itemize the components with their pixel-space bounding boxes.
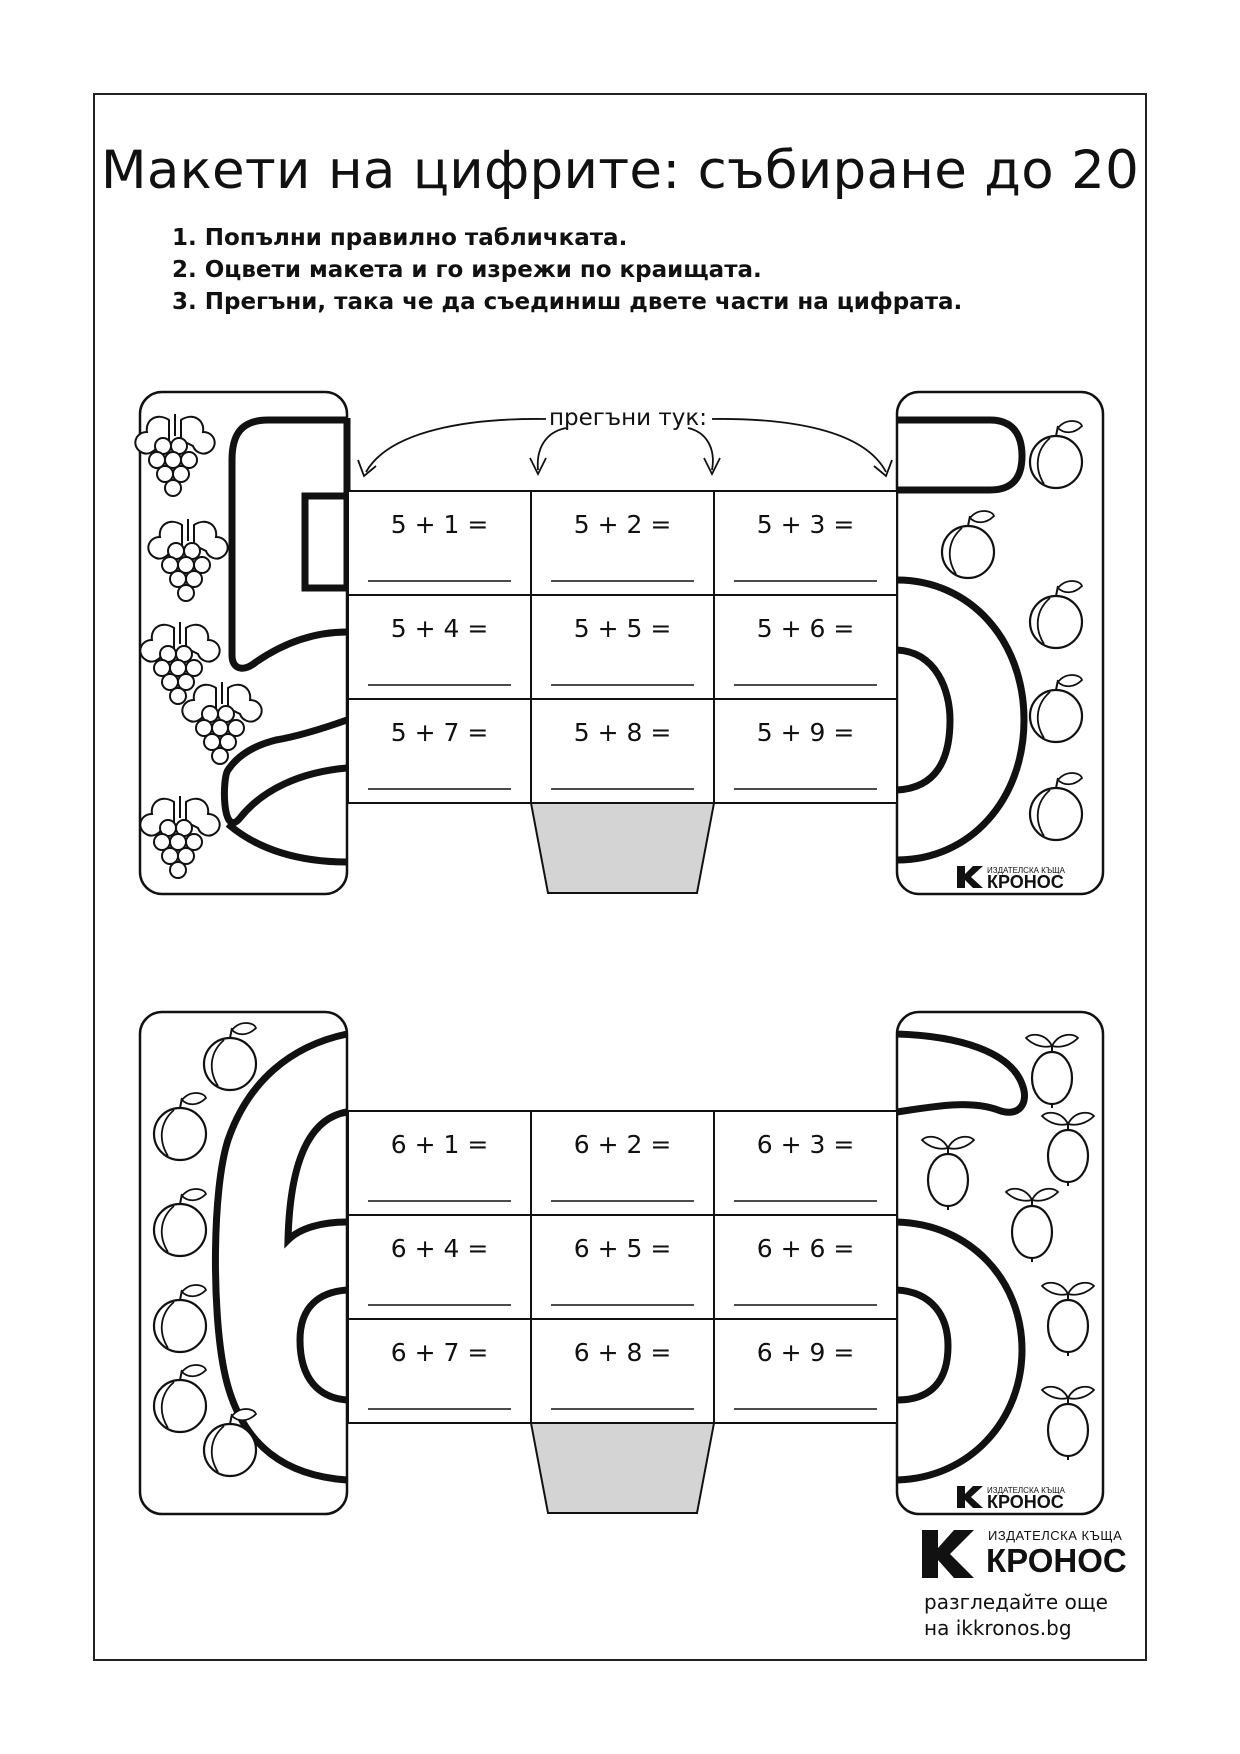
equation-text: 6 + 8 = (574, 1338, 672, 1367)
model-6-brand-mark: ИЗДАТЕЛСКА КЪЩА КРОНОС (957, 1486, 1066, 1512)
equation-text: 5 + 6 = (757, 614, 855, 643)
page-title: Макети на цифрите: събиране до 20 (100, 140, 1140, 201)
digit-5-left-curve (225, 821, 348, 866)
digit-6-right-inner (896, 1286, 952, 1404)
digit-6-left-upper-inner (284, 1108, 348, 1249)
equation-text: 6 + 2 = (574, 1130, 672, 1159)
equation-text: 6 + 6 = (757, 1234, 855, 1263)
fold-arrow-right (711, 418, 887, 473)
equation-text: 5 + 9 = (757, 718, 855, 747)
equation-text: 6 + 4 = (391, 1234, 489, 1263)
equation-text: 6 + 9 = (757, 1338, 855, 1367)
equation-text: 6 + 3 = (757, 1130, 855, 1159)
model-digit-6: ИЗДАТЕЛСКА КЪЩА КРОНОС 6 + 1 = 6 + 2 = 6 +… (138, 1010, 1105, 1516)
footer-brand-name: КРОНОС (986, 1542, 1127, 1579)
fold-arrow-inner-left (536, 427, 567, 471)
brand-k-logo (922, 1530, 974, 1578)
digit-5-right-inner (896, 646, 954, 794)
fold-arrow-inner-right (687, 427, 714, 471)
instruction-3: 3. Прегъни, така че да съединиш двете ча… (172, 289, 963, 315)
footer-brand-subtitle: ИЗДАТЕЛСКА КЪЩА (988, 1528, 1123, 1543)
digit-6-left-lower-inner (296, 1286, 348, 1404)
equation-text: 5 + 2 = (574, 510, 672, 539)
equation-text: 5 + 4 = (391, 614, 489, 643)
equation-text: 5 + 5 = (574, 614, 672, 643)
equation-text: 5 + 7 = (391, 718, 489, 747)
brand-small-name: КРОНОС (987, 872, 1064, 892)
equation-text: 5 + 3 = (757, 510, 855, 539)
equation-text: 5 + 1 = (391, 510, 489, 539)
brand-small-top: ИЗДАТЕЛСКА КЪЩА (987, 1486, 1066, 1495)
digit-6-left-outer (211, 1030, 348, 1484)
instruction-2: 2. Оцвети макета и го изрежи по краищата… (172, 257, 762, 283)
digit-5-right-bowl (896, 576, 1028, 864)
footer-website: на ikkronos.bg (924, 1616, 1072, 1640)
equation-text: 6 + 5 = (574, 1234, 672, 1263)
digit-5-right-top (897, 416, 1026, 494)
digit-6-right-bowl (896, 1218, 1026, 1484)
model-digit-5: ИЗДАТЕЛСКА КЪЩА КРОНОС прегъни тук: 5 + … (134, 390, 1105, 896)
digit-5-left-outline (228, 416, 348, 672)
page-border (93, 93, 1147, 1661)
model-5-brand-mark: ИЗДАТЕЛСКА КЪЩА КРОНОС (957, 866, 1066, 892)
fold-label: прегъни тук: (549, 405, 707, 431)
equation-text: 6 + 7 = (391, 1338, 489, 1367)
model-6-equation-grid (347, 1110, 898, 1424)
equation-text: 6 + 1 = (391, 1130, 489, 1159)
digit-5-left-bottom (220, 716, 349, 826)
brand-small-name: КРОНОС (987, 1492, 1064, 1512)
instruction-1: 1. Попълни правилно табличката. (172, 225, 628, 251)
model-6-glue-tab (529, 1422, 716, 1514)
model-5-glue-tab (529, 802, 716, 894)
model-5-equation-grid (347, 490, 898, 804)
footer-brand: ИЗДАТЕЛСКА КЪЩА КРОНОС разгледайте още н… (922, 1522, 1142, 1642)
fold-arrow-left (365, 418, 547, 473)
digit-6-right-top (896, 1030, 1028, 1116)
instructions-list: 1. Попълни правилно табличката. 2. Оцвет… (172, 222, 962, 318)
brand-small-top: ИЗДАТЕЛСКА КЪЩА (987, 866, 1066, 875)
footer-more-text: разгледайте още (924, 1590, 1108, 1614)
equation-text: 5 + 8 = (574, 718, 672, 747)
